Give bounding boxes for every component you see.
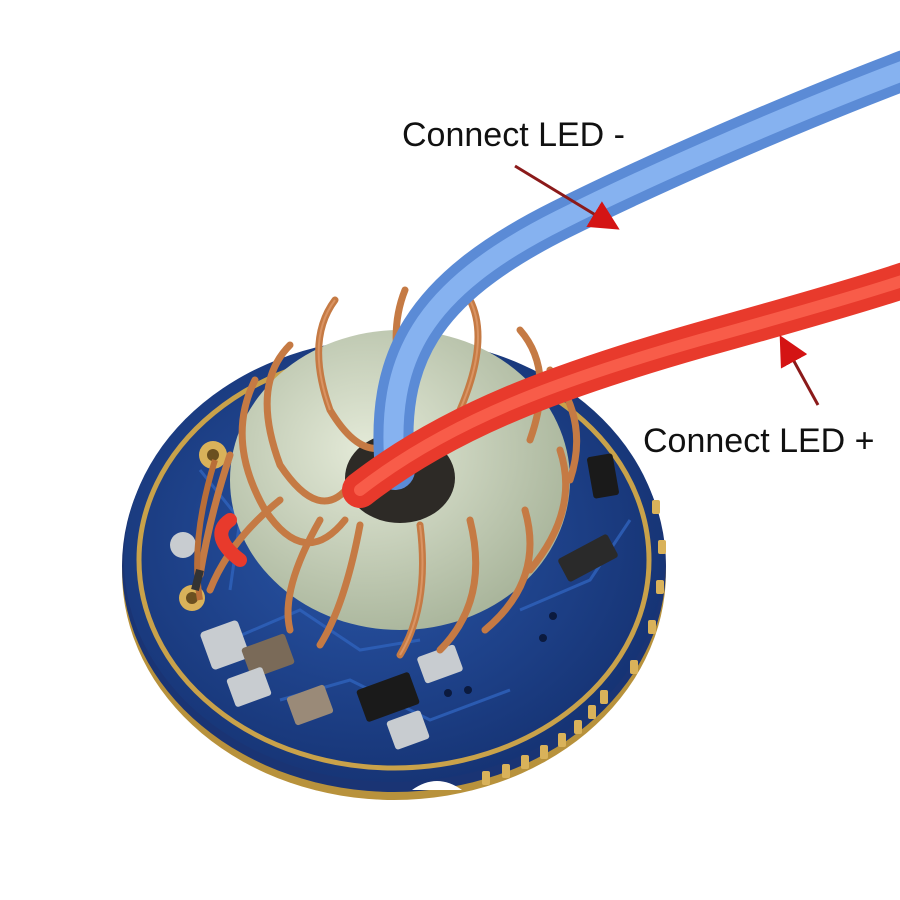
label-connect-led-negative: Connect LED - bbox=[402, 116, 625, 154]
wire-positive bbox=[214, 262, 900, 567]
smd-components bbox=[170, 441, 619, 750]
arrow-led-positive bbox=[779, 335, 820, 406]
wire-negative bbox=[373, 50, 900, 490]
label-connect-led-positive: Connect LED + bbox=[643, 422, 875, 460]
arrow-led-negative bbox=[514, 164, 620, 230]
